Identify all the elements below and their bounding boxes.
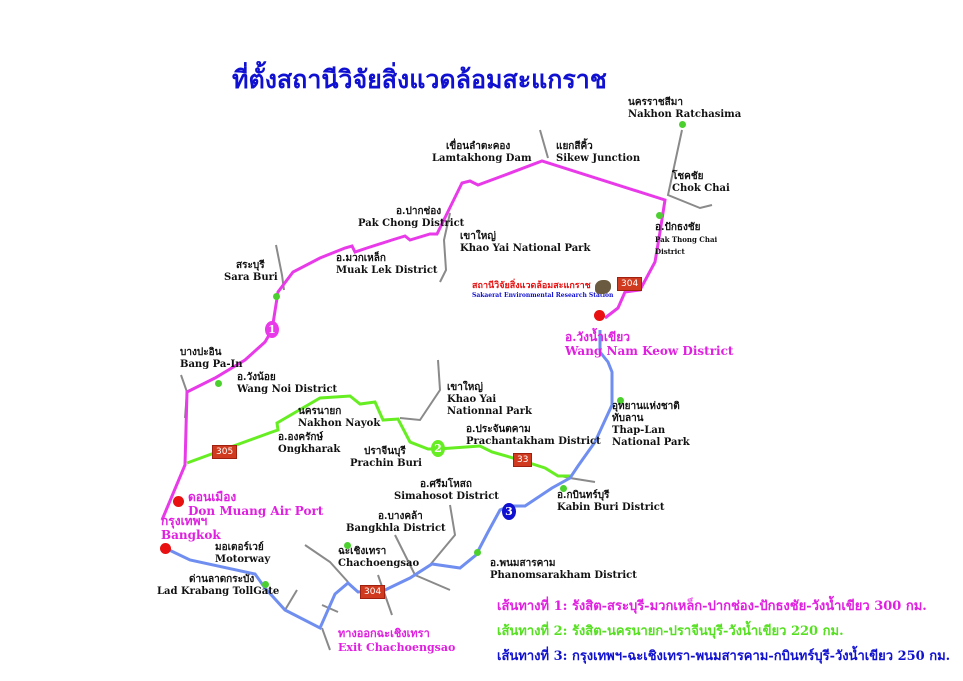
- route-2-marker: 2: [431, 440, 445, 457]
- route-1-line: [160, 159, 667, 521]
- road-gray: [666, 129, 713, 210]
- city-dot: [215, 380, 222, 387]
- station-label-en: Sakaerat Environmental Research Station: [472, 292, 614, 299]
- road-gray: [429, 504, 457, 566]
- city-dot: [262, 581, 269, 588]
- route-3-marker: 3: [502, 503, 516, 520]
- road-gray: [304, 544, 349, 583]
- bangkok-marker: [160, 543, 171, 554]
- city-dot: [560, 485, 567, 492]
- highway-305-badge: 305: [212, 445, 238, 459]
- legend-route-3: เส้นทางที่ 3: กรุงเทพฯ-ฉะเชิงเทรา-พนมสาร…: [497, 649, 951, 664]
- station-logo-icon: [595, 280, 611, 294]
- city-dot: [679, 121, 686, 128]
- road-gray: [321, 627, 331, 651]
- city-dot: [273, 293, 280, 300]
- city-dot: [656, 212, 663, 219]
- label-ongkharak: อ.องครักษ์Ongkharak: [278, 432, 341, 455]
- highway-304-badge: 304: [617, 277, 643, 291]
- city-dot: [617, 397, 624, 404]
- label-sara-buri: สระบุรีSara Buri: [224, 260, 278, 283]
- label-motorway: มอเตอร์เวย์Motorway: [215, 542, 271, 565]
- road-gray: [539, 129, 549, 159]
- road-gray: [284, 589, 298, 611]
- page-title: ที่ตั้งสถานีวิจัยสิ่งแวดล้อมสะแกราช: [232, 65, 607, 94]
- legend-route-1: เส้นทางที่ 1: รังสิต-สระบุรี-มวกเหล็ก-ปา…: [497, 599, 927, 614]
- legend-route-2: เส้นทางที่ 2: รังสิต-นครนายก-ปราจีนบุรี-…: [497, 624, 844, 639]
- wang-nam-keow-marker: [594, 310, 605, 321]
- route-1-marker: 1: [265, 321, 279, 338]
- route-3-line: [164, 330, 614, 631]
- label-khao-yai-np: เขาใหญ่Khao Yai National Park: [460, 231, 591, 254]
- highway-33-badge: 33: [513, 453, 533, 467]
- road-gray: [439, 212, 451, 283]
- highway-304-badge: 304: [360, 585, 386, 599]
- road-gray: [399, 359, 442, 422]
- label-kabin-buri: อ.กบินทร์บุรีKabin Buri District: [557, 490, 665, 513]
- don-muang-marker: [173, 496, 184, 507]
- city-dot: [474, 549, 481, 556]
- station-label-thai: สถานีวิจัยสิ่งแวดล้อมสะแกราช: [472, 281, 591, 291]
- label-prachin-buri: ปราจีนบุรีPrachin Buri: [350, 446, 422, 469]
- city-dot: [344, 542, 351, 549]
